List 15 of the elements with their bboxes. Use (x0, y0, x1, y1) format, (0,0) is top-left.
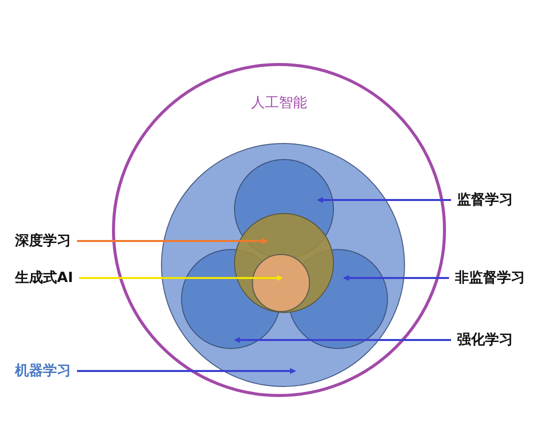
callout-label: 生成式AI (15, 269, 74, 287)
leader-line (343, 275, 449, 281)
leader-line (317, 197, 451, 203)
callout-label: 机器学习 (15, 362, 71, 380)
outer-circle (112, 63, 446, 397)
leader-line (234, 337, 451, 343)
small-circle (252, 254, 310, 312)
leader-line (79, 275, 283, 281)
callout-label: 深度学习 (15, 232, 71, 250)
callout-label: 监督学习 (457, 191, 513, 209)
callout-label: 强化学习 (457, 331, 513, 349)
callout-label: 非监督学习 (455, 269, 525, 287)
circle-label: 人工智能 (251, 94, 307, 112)
leader-line (77, 238, 268, 244)
leader-line (77, 368, 296, 374)
